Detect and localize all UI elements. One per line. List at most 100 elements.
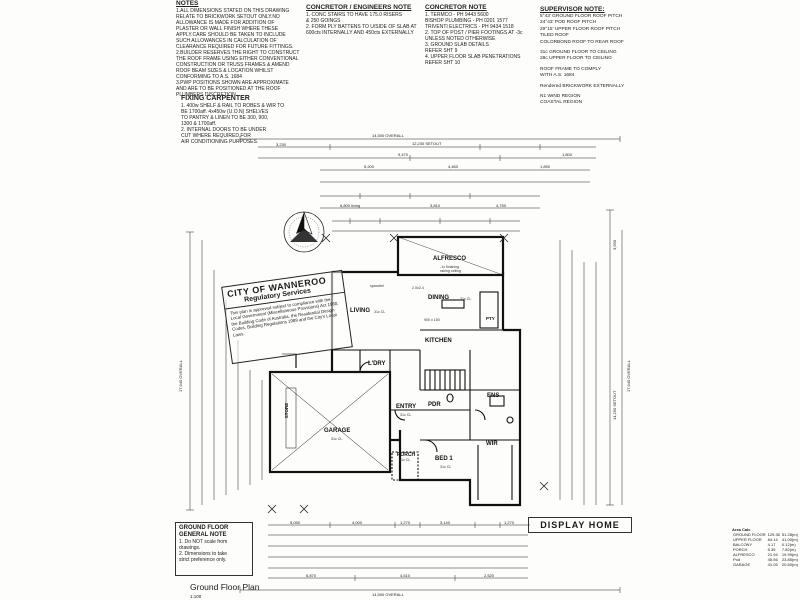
concretor-note-line: REFER SHT 10 <box>425 60 461 66</box>
notes-line: SUCH ALLOWANCES IN CALCULATION OF <box>176 38 277 44</box>
room-dining: DINING <box>428 295 449 301</box>
concretor-note-line: TRIVENTI ELECTRICS - PH 9434 1518 <box>425 24 514 30</box>
area-calc-table: Area Calc GROUND FLOOR 129.35 51.28(m) U… <box>732 527 800 567</box>
area-squares: 19.99(m) <box>781 552 798 557</box>
dim-right-overall: 17,940 OVERALL <box>626 360 631 392</box>
dim-bottom2: 4,510 <box>400 573 411 578</box>
supervisor-note-line: WITH A.S. 1684 <box>540 73 575 79</box>
notes-line: THE ROOF FRAME USING EITHER CONVENTIONAL <box>176 56 299 62</box>
area-name: UPPER FLOOR <box>733 537 762 542</box>
general-note-line: drawings. <box>179 545 201 551</box>
room-garage: GARAGE <box>324 428 351 434</box>
area-name: GARAGE <box>733 562 751 567</box>
area-value: 45.56 <box>767 557 778 562</box>
dim-label: OVERALL <box>385 133 404 138</box>
table-row: UPPER FLOOR 84.14 41.00(m) <box>732 537 799 542</box>
engineers-note-title: CONCRETOR / ENGINEERS NOTE <box>306 4 412 11</box>
living-ceiling: 31c CL <box>374 310 386 314</box>
dim-setout-top: 12,230 SETOUT <box>412 141 442 146</box>
room-powder: PDR <box>428 402 441 408</box>
supervisor-note-block: SUPERVISOR NOTE: 5°43' GROUND FLOOR ROOF… <box>540 6 640 107</box>
dim-top2: 1,890 <box>540 164 551 169</box>
notes-line: CONSTRUCTION OR TRUSS FRAMES & AMEND <box>176 62 290 68</box>
area-name: GROUND FLOOR <box>733 532 766 537</box>
dim-label: OVERALL <box>626 360 631 379</box>
notes-line: RELATE TO BRICKWORK SETOUT ONLY.NO <box>176 14 280 20</box>
area-value: 129.35 <box>767 532 780 537</box>
engineers-note-line: 600cts INTERNALLY AND 450cts EXTERNALLY <box>306 30 414 36</box>
notes-line: CONFORMING TO A.S. 1684 <box>176 74 242 80</box>
room-laundry: L'DRY <box>368 361 386 367</box>
table-row: Pod 45.56 23.85(m) <box>732 557 799 562</box>
table-row: GARAGE 41.05 20.60(m) <box>732 562 799 567</box>
notes-line: ALLOWANCE IS MADE FOR ADDITION OF <box>176 20 275 26</box>
dim-value: 17,940 <box>178 379 183 392</box>
notes-line: CLEARANCE REQUIRED FOR FUTURE FITTINGS. <box>176 44 294 50</box>
room-porch: PORCH <box>397 452 416 458</box>
supervisor-note-line: TILED ROOF <box>540 33 569 39</box>
kitchen-bench: 900 x 150 <box>424 318 440 322</box>
table-row: PORCH 5.35 7.82(m) <box>732 547 799 552</box>
table-row: BALCONY 4.17 0.12(m) <box>732 542 799 547</box>
notes-line: 3.PWP POSITIONS SHOWN ARE APPROXIMATE <box>176 80 289 86</box>
engineers-note-line: & 250 GOINGS <box>306 18 341 24</box>
dim-label: OVERALL <box>178 360 183 379</box>
plan-title: Ground Floor Plan <box>190 582 260 592</box>
area-name: PORCH <box>733 547 748 552</box>
room-wir: WIR <box>486 441 498 447</box>
area-name: Pod <box>733 557 741 562</box>
supervisor-note-line: ROOF FRAME TO COMPLY <box>540 66 602 72</box>
area-squares: 20.60(m) <box>781 562 798 567</box>
engineers-note-block: CONCRETOR / ENGINEERS NOTE 1. CONC STAIR… <box>306 4 424 36</box>
north-compass-icon <box>283 211 325 253</box>
notes-title: NOTES <box>176 0 199 7</box>
dim-label: OVERALL <box>385 592 404 597</box>
concretor-note-line: 2. TOP OF POST / PIER FOOTINGS AT -3c <box>425 30 523 36</box>
supervisor-note-line: COASTAL REGION <box>540 100 583 106</box>
dim-value: 14,500 <box>372 133 385 138</box>
dim-overall-top: 14,500 OVERALL <box>372 133 404 138</box>
room-store: STORE <box>284 402 290 419</box>
area-squares: 51.28(m) <box>781 532 798 537</box>
general-note-title: GROUND FLOOR GENERAL NOTE <box>179 525 229 538</box>
dim-top: 3,230 <box>276 142 287 147</box>
area-value: 4.17 <box>767 542 776 547</box>
dim-bottom: 5,050 <box>290 520 301 525</box>
supervisor-note-line: 24°43' POD ROOF PITCH <box>540 20 597 26</box>
dim-value: 17,940 <box>626 379 631 392</box>
supervisor-note-line: COLORBOND ROOF TO REAR ROOF <box>540 39 624 45</box>
general-note-line: 2. Dimensions to take <box>179 551 228 557</box>
bed1-ceiling: 31c CL <box>440 465 452 469</box>
room-ensuite: ENS <box>487 393 500 399</box>
concretor-note-line: 1. TERMCO - PH 9443 5600 <box>425 12 489 18</box>
table-row: GROUND FLOOR 129.35 51.28(m) <box>732 532 799 537</box>
alfresco-note: raking ceiling <box>440 269 461 273</box>
dim-bottom: 1,270 <box>400 520 411 525</box>
dim-overall-bottom: 14,500 OVERALL <box>372 592 404 597</box>
display-home-label: DISPLAY HOME <box>528 517 632 533</box>
area-calc-title: Area Calc <box>732 527 751 532</box>
dim-top: 1,800 <box>562 152 573 157</box>
dim-top: 9,470 <box>398 152 409 157</box>
room-bed-1: BED 1 <box>435 456 453 462</box>
supervisor-note-line: 28c UPPER FLOOR TO CEILING <box>540 56 612 62</box>
area-value: 21.94 <box>767 552 778 557</box>
dim-bottom: 4,000 <box>352 520 363 525</box>
porch-ceiling: 31c CL <box>399 458 411 462</box>
table-row: ALFRESCO 21.94 19.99(m) <box>732 552 799 557</box>
fixing-carpenter-block: FIXING CARPENTER 1. 400w SHELF & RAIL TO… <box>181 95 299 145</box>
plan-scale: 1:100 <box>190 594 202 599</box>
area-value: 41.05 <box>767 562 778 567</box>
supervisor-note-line: 29°15' UPPER FLOOR ROOF PITCH <box>540 26 621 32</box>
general-note-box: GROUND FLOOR GENERAL NOTE 1. Do NOT scal… <box>175 522 253 576</box>
dim-bottom: 3,140 <box>440 520 451 525</box>
dim-value: 14,500 <box>372 592 385 597</box>
alfresco-note: -1c finishing <box>440 265 460 269</box>
dim-top3: 6,800 living <box>340 203 361 208</box>
concretor-note-block: CONCRETOR NOTE 1. TERMCO - PH 9443 5600 … <box>425 4 537 66</box>
room-pantry: PTY <box>486 316 495 321</box>
concretor-note-line: 3. GROUND SLAB DETAILS <box>425 42 489 48</box>
concretor-note-line: REFER SHT 9 <box>425 48 458 54</box>
